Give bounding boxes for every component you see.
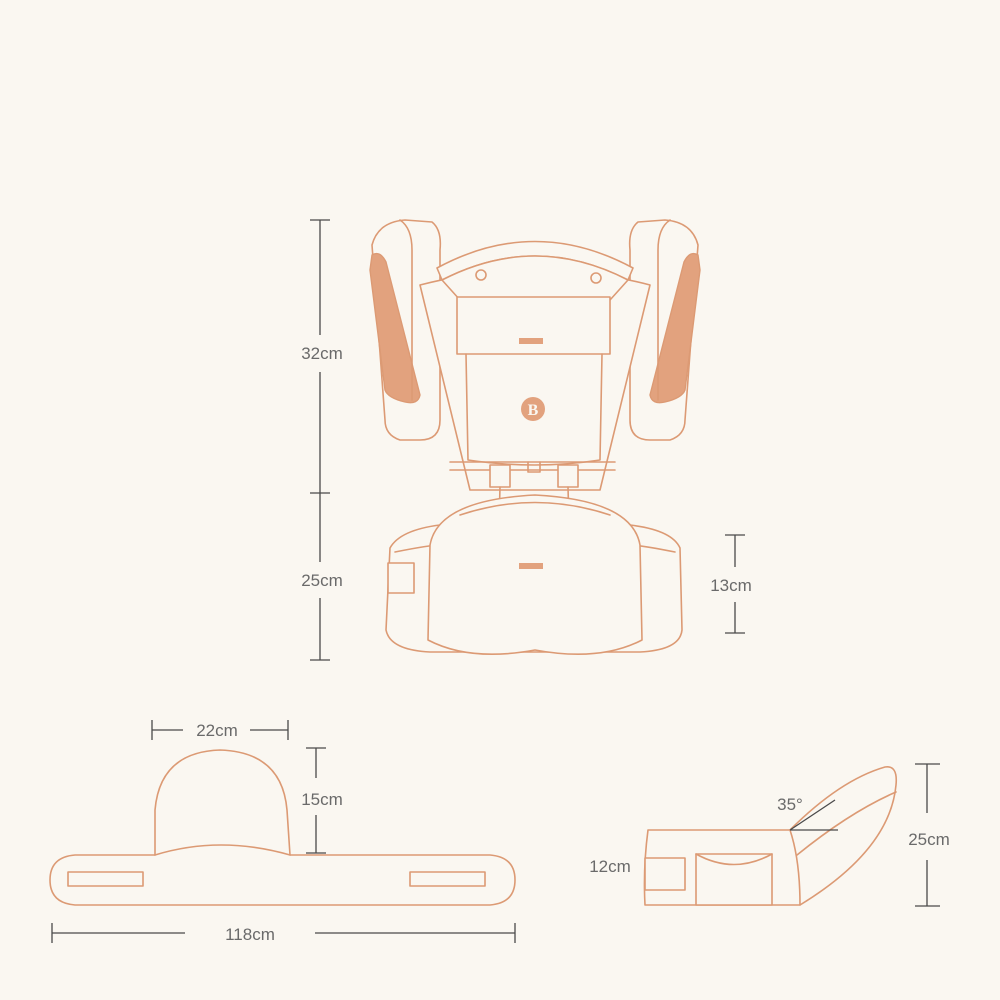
belt-slot-right <box>409 871 486 887</box>
snap-button-right <box>590 272 602 284</box>
buckle-left <box>489 464 511 488</box>
right-strap-mesh <box>649 252 701 404</box>
belt-slot-left <box>67 871 144 887</box>
dimension-15cm: 15cm <box>301 747 343 854</box>
dimension-22cm: 22cm <box>151 720 289 740</box>
dimension-25cm-front: 25cm <box>301 493 343 661</box>
label-32cm: 32cm <box>301 344 343 363</box>
logo-letter: B <box>528 402 539 419</box>
dimension-25cm-side: 25cm <box>908 763 950 907</box>
dimension-35deg: 35° <box>777 795 838 831</box>
label-15cm: 15cm <box>301 790 343 809</box>
dimension-13cm: 13cm <box>710 534 752 634</box>
snap-button-left <box>475 269 487 281</box>
logo-badge <box>521 397 545 421</box>
belt-outline <box>49 749 516 906</box>
carrier-front-drawing: B <box>369 219 701 656</box>
brand-tag <box>519 338 543 344</box>
label-35deg: 35° <box>777 795 803 814</box>
seat-pocket <box>695 853 773 906</box>
side-pocket <box>387 562 415 594</box>
dimension-118cm: 118cm <box>51 923 516 944</box>
waist-belt-drawing <box>49 749 516 906</box>
label-12cm: 12cm <box>589 857 631 876</box>
seat-side-drawing <box>643 766 898 906</box>
dimension-32cm: 32cm <box>301 219 343 494</box>
buckle-right <box>557 464 579 488</box>
label-25cm-side: 25cm <box>908 830 950 849</box>
brand-tag-seat <box>519 563 543 569</box>
label-22cm: 22cm <box>196 721 238 740</box>
label-118cm: 118cm <box>225 925 275 944</box>
label-25cm-front: 25cm <box>301 571 343 590</box>
left-strap-mesh <box>369 252 421 404</box>
seat-strap <box>644 857 686 891</box>
label-13cm: 13cm <box>710 576 752 595</box>
seat-front <box>427 494 643 656</box>
hood-pocket <box>456 296 611 355</box>
